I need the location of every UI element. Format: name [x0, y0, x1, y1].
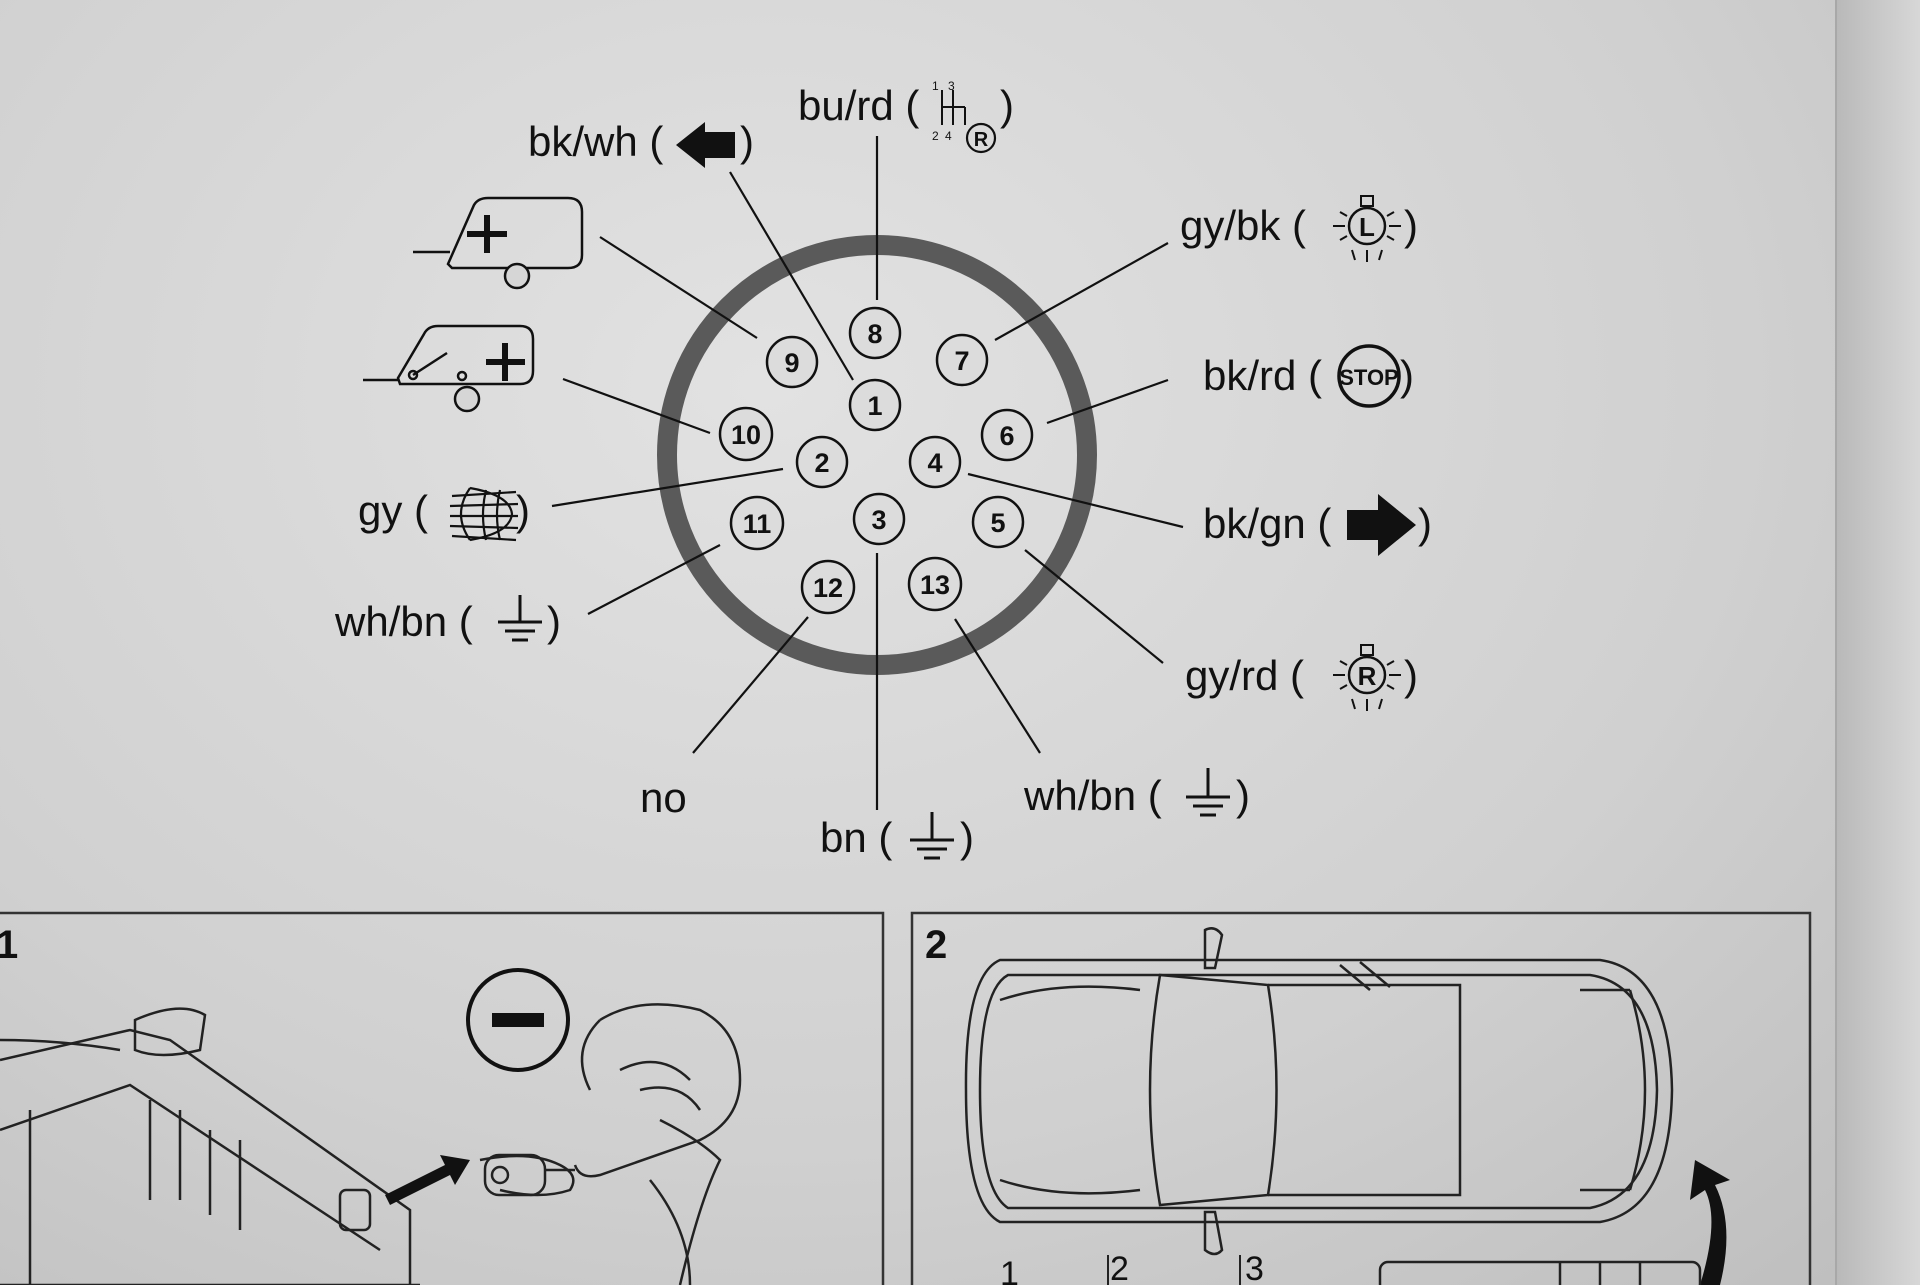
right-arrow-icon — [1347, 494, 1416, 556]
pin-number: 8 — [867, 319, 882, 349]
ground-icon — [498, 595, 542, 642]
label-pin-3: bn ( ) — [820, 812, 974, 861]
svg-text:3: 3 — [948, 79, 955, 93]
wire-color-label: gy/rd ( — [1185, 652, 1304, 699]
step-number: 3 — [1245, 1250, 1264, 1285]
bracket-close: ) — [740, 118, 754, 165]
leader-lines — [551, 136, 1184, 810]
wire-color-label: bk/rd ( — [1203, 352, 1322, 399]
ground-icon — [910, 812, 954, 860]
pin-3: 3 — [852, 492, 906, 546]
svg-text:2: 2 — [932, 129, 939, 143]
label-pin-1: bk/wh ( ) — [528, 118, 754, 168]
pin-12: 12 — [800, 559, 856, 615]
bracket-close: ) — [1236, 772, 1250, 819]
label-pin-8: bu/rd ( 1 3 2 4 R ) — [798, 79, 1014, 154]
svg-text:STOP: STOP — [1339, 365, 1399, 390]
wire-color-label: wh/bn ( — [1023, 772, 1162, 819]
wire-color-label: bu/rd ( — [798, 82, 919, 129]
wire-color-label: gy/bk ( — [1180, 202, 1306, 249]
hand-with-connector-drawing — [479, 1003, 742, 1285]
pin-5: 5 — [971, 495, 1025, 549]
panel-number: 2 — [925, 923, 947, 967]
pin-number: 10 — [731, 420, 761, 450]
pin-4: 4 — [908, 435, 962, 489]
bracket-close: ) — [1404, 652, 1418, 699]
pin-2: 2 — [795, 435, 849, 489]
minus-circle-icon — [466, 968, 570, 1072]
label-pin-5: gy/rd ( R ) — [1185, 644, 1418, 711]
bracket-close: ) — [1418, 500, 1432, 547]
pin-number: 12 — [813, 573, 843, 603]
stop-icon: STOP — [1337, 344, 1401, 408]
step-number: 2 — [1110, 1250, 1129, 1285]
label-pin-4: bk/gn ( ) — [1203, 494, 1432, 556]
wire-color-label: bk/gn ( — [1203, 500, 1331, 547]
pin-1: 1 — [848, 378, 902, 432]
pin-number: 1 — [867, 391, 882, 421]
pin-number: 9 — [784, 348, 799, 378]
label-pin-2: gy ( ) — [358, 486, 530, 542]
label-pin-6: bk/rd ( STOP ) — [1203, 344, 1414, 408]
bracket-close: ) — [547, 598, 561, 645]
label-pin-11: wh/bn ( ) — [334, 595, 561, 645]
wire-color-label: wh/bn ( — [334, 598, 473, 645]
bracket-close: ) — [960, 814, 974, 861]
svg-text:4: 4 — [945, 129, 952, 143]
gear-shift-icon: 1 3 2 4 R — [932, 79, 997, 154]
panel-2: 2 1 2 3 — [910, 911, 1812, 1285]
page-edge — [1835, 0, 1920, 1285]
pin-9: 9 — [765, 335, 819, 389]
svg-text:R: R — [974, 129, 989, 151]
bracket-close: ) — [1404, 202, 1418, 249]
pin-number: 13 — [920, 570, 950, 600]
car-top-view-icon — [964, 927, 1674, 1256]
pin-11: 11 — [729, 495, 785, 551]
pin-7: 7 — [935, 333, 989, 387]
left-arrow-icon — [676, 122, 735, 168]
pin-6: 6 — [980, 408, 1034, 462]
connector-plug-drawing — [1378, 1260, 1702, 1285]
label-pin-13: wh/bn ( ) — [1023, 768, 1250, 819]
trailer-switch-plus-icon — [363, 324, 535, 413]
bracket-close: ) — [1000, 82, 1014, 129]
lamp-r-icon — [1333, 644, 1401, 711]
pin-number: 6 — [999, 421, 1014, 451]
lamp-l-icon — [1333, 195, 1401, 262]
panel-number: 1 — [0, 923, 18, 967]
wire-color-label: gy ( — [358, 487, 428, 534]
pin-10: 10 — [718, 406, 774, 462]
battery-drawing — [0, 1007, 420, 1285]
wire-color-label: bn ( — [820, 814, 892, 861]
pin-13: 13 — [907, 556, 963, 612]
pin-number: 7 — [954, 346, 969, 376]
pin-number: 2 — [814, 448, 829, 478]
pin-number: 5 — [990, 508, 1005, 538]
panel-1: 1 — [0, 911, 885, 1285]
trailer-plus-icon — [413, 196, 584, 290]
step-number: 1 — [1000, 1255, 1019, 1285]
ground-icon — [1186, 768, 1230, 817]
pin-8: 8 — [848, 306, 902, 360]
bracket-close: ) — [1400, 352, 1414, 399]
label-pin-12: no — [640, 774, 687, 821]
arrow-to-terminal-icon — [385, 1155, 470, 1205]
pin-number: 11 — [743, 509, 772, 539]
fog-light-icon — [449, 486, 519, 542]
svg-text:R: R — [1358, 661, 1377, 691]
socket-pins: 1 2 3 4 5 6 7 8 9 10 11 12 13 — [718, 306, 1034, 615]
bracket-close: ) — [516, 487, 530, 534]
pin-number: 3 — [871, 505, 886, 535]
pin-number: 4 — [927, 448, 942, 478]
wire-color-label: bk/wh ( — [528, 118, 663, 165]
wire-color-label: no — [640, 774, 687, 821]
rotation-arrow-icon — [1690, 1160, 1730, 1285]
svg-text:L: L — [1359, 212, 1375, 242]
svg-text:1: 1 — [932, 79, 939, 93]
label-pin-7: gy/bk ( L ) — [1180, 195, 1418, 262]
